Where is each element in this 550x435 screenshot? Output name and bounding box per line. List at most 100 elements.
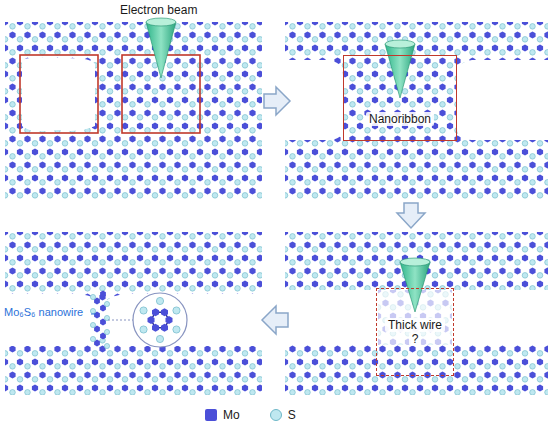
s-atom xyxy=(70,260,76,266)
s-atom xyxy=(280,260,286,266)
s-atom xyxy=(145,206,151,212)
mo-atom xyxy=(507,358,513,365)
mo-atom xyxy=(349,161,355,168)
mo-atom xyxy=(544,135,550,142)
mo-atom xyxy=(17,254,23,261)
s-atom xyxy=(122,89,128,95)
s-atom xyxy=(122,273,128,279)
mo-atom xyxy=(54,57,60,64)
mo-atom xyxy=(234,161,240,168)
mo-atom xyxy=(174,345,180,352)
mo-atom xyxy=(304,57,310,64)
mo-atom xyxy=(297,96,303,103)
mo-atom xyxy=(514,371,520,378)
s-atom xyxy=(17,377,23,383)
mo-atom xyxy=(122,96,128,103)
mo-atom xyxy=(267,280,273,287)
mo-atom xyxy=(537,358,543,365)
s-atom xyxy=(100,154,106,160)
s-atom xyxy=(145,76,151,82)
s-atom xyxy=(77,377,83,383)
s-atom xyxy=(40,286,46,292)
s-atom xyxy=(145,260,151,266)
mo-atom xyxy=(544,319,550,326)
s-atom xyxy=(40,102,46,108)
mo-atom xyxy=(372,228,378,235)
s-atom xyxy=(275,76,281,82)
mo-atom xyxy=(417,96,423,103)
mo-atom xyxy=(129,57,135,64)
mo-atom xyxy=(219,161,225,168)
s-atom xyxy=(455,76,461,82)
mo-atom xyxy=(24,319,30,326)
s-atom xyxy=(145,286,151,292)
mo-atom xyxy=(439,161,445,168)
mo-atom xyxy=(84,135,90,142)
mo-atom xyxy=(227,200,233,207)
s-atom xyxy=(47,351,53,357)
s-atom xyxy=(470,50,476,56)
mo-atom xyxy=(167,122,173,129)
mo-atom xyxy=(319,57,325,64)
mo-atom xyxy=(197,228,203,235)
s-atom xyxy=(10,234,16,240)
mo-atom xyxy=(234,267,240,274)
s-atom xyxy=(537,37,543,43)
mo-atom xyxy=(279,371,285,378)
mo-atom xyxy=(334,83,340,90)
s-atom xyxy=(47,299,53,305)
s-atom xyxy=(272,351,278,357)
mo-atom xyxy=(182,96,188,103)
mo-atom xyxy=(477,70,483,77)
mo-atom xyxy=(432,200,438,207)
mo-atom xyxy=(327,122,333,129)
mo-atom xyxy=(484,293,490,300)
mo-atom xyxy=(129,241,135,248)
s-atom xyxy=(507,141,513,147)
mo-atom xyxy=(522,306,528,313)
s-atom xyxy=(40,76,46,82)
mo-atom xyxy=(492,200,498,207)
mo-atom xyxy=(137,174,143,181)
mo-atom xyxy=(234,241,240,248)
mo-atom xyxy=(17,384,23,391)
s-atom xyxy=(485,180,491,186)
mo-atom xyxy=(312,306,318,313)
s-atom xyxy=(235,234,241,240)
s-atom xyxy=(272,37,278,43)
s-atom xyxy=(115,128,121,134)
s-atom xyxy=(530,76,536,82)
mo-atom xyxy=(297,332,303,339)
mo-atom xyxy=(257,228,263,235)
s-atom xyxy=(130,286,136,292)
mo-atom xyxy=(137,200,143,207)
s-atom xyxy=(305,76,311,82)
s-atom xyxy=(122,193,128,199)
mo-atom xyxy=(409,135,415,142)
s-atom xyxy=(167,63,173,69)
s-atom xyxy=(107,351,113,357)
mo-atom xyxy=(77,358,83,365)
mo-atom xyxy=(99,57,105,64)
mo-atom xyxy=(77,332,83,339)
mo-atom xyxy=(219,293,225,300)
s-atom xyxy=(70,286,76,292)
s-atom xyxy=(17,247,23,253)
mo-atom xyxy=(62,122,68,129)
mo-atom xyxy=(327,332,333,339)
s-atom xyxy=(182,115,188,121)
mo-atom xyxy=(387,228,393,235)
s-atom xyxy=(257,299,263,305)
mo-atom xyxy=(2,332,8,339)
mo-atom xyxy=(357,384,363,391)
s-atom xyxy=(417,37,423,43)
mo-atom xyxy=(204,109,210,116)
s-atom xyxy=(282,115,288,121)
s-atom xyxy=(320,76,326,82)
mo-atom xyxy=(234,397,240,404)
s-atom xyxy=(357,141,363,147)
mos2-lattice xyxy=(0,228,293,408)
mo-atom xyxy=(0,31,1,38)
mo-atom xyxy=(234,319,240,326)
mo-atom xyxy=(54,161,60,168)
